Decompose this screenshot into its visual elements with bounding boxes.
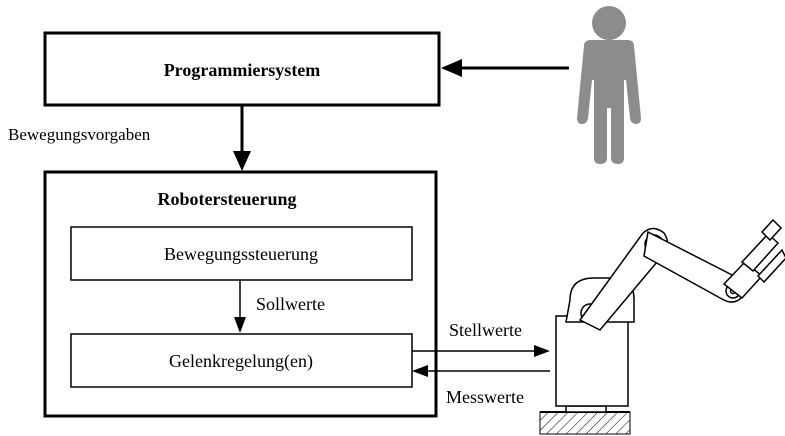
motion-specs-label: Bewegungsvorgaben xyxy=(8,125,151,144)
operator-input-arrow xyxy=(441,59,569,77)
programming-system-label: Programmiersystem xyxy=(164,60,321,80)
motion-control-label: Bewegungssteuerung xyxy=(164,244,318,264)
programming-system-box xyxy=(43,31,441,107)
robot-controller-label: Robotersteuerung xyxy=(158,189,297,209)
joint-control-box xyxy=(70,333,413,388)
measured-values-arrow xyxy=(412,365,550,377)
actuator-values-arrow xyxy=(412,345,550,357)
motion-specs-arrow xyxy=(233,105,251,171)
joint-control-label: Gelenkregelung(en) xyxy=(169,351,313,372)
setpoints-arrow xyxy=(234,280,246,333)
person-icon xyxy=(577,6,641,164)
motion-control-box xyxy=(70,226,413,281)
measured-values-label: Messwerte xyxy=(446,387,524,407)
robot-arm-icon xyxy=(539,218,785,435)
setpoints-label: Sollwerte xyxy=(256,294,325,314)
actuator-values-label: Stellwerte xyxy=(449,320,522,340)
